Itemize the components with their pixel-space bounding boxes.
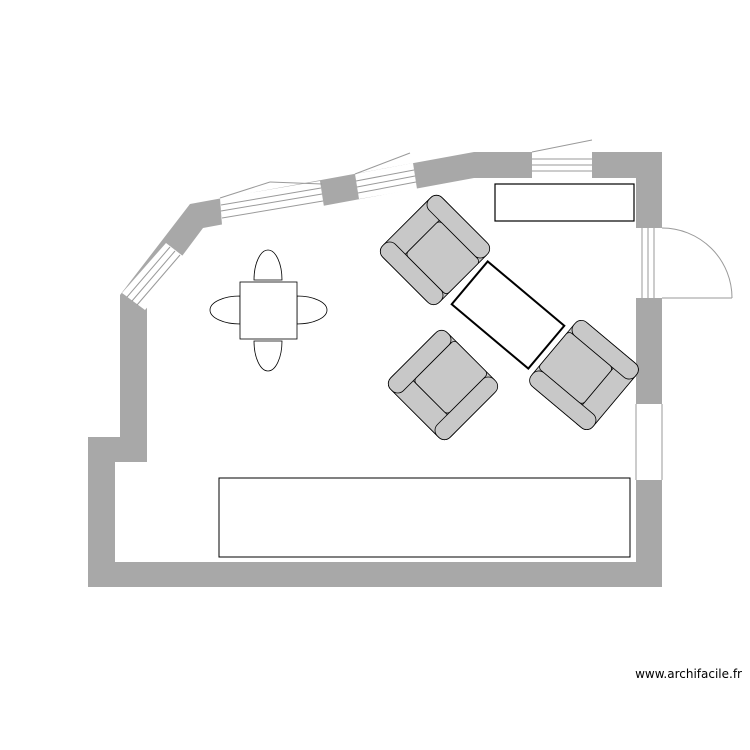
window-right-lower	[635, 404, 663, 480]
coffee-table	[450, 260, 566, 370]
window-top-middle	[354, 152, 417, 199]
watermark-text: www.archifacile.fr	[635, 667, 742, 681]
dining-chair	[253, 340, 283, 372]
door-right	[636, 227, 733, 299]
dining-chair	[296, 295, 328, 325]
armchair	[384, 326, 502, 444]
long-cabinet	[218, 477, 631, 558]
window-top-left	[219, 181, 324, 225]
sideboard	[494, 183, 635, 222]
dining-table	[239, 281, 298, 340]
dining-chair	[253, 249, 283, 281]
dining-chair	[209, 295, 241, 325]
window-top-right	[531, 139, 593, 178]
window-upper-left	[122, 243, 188, 310]
